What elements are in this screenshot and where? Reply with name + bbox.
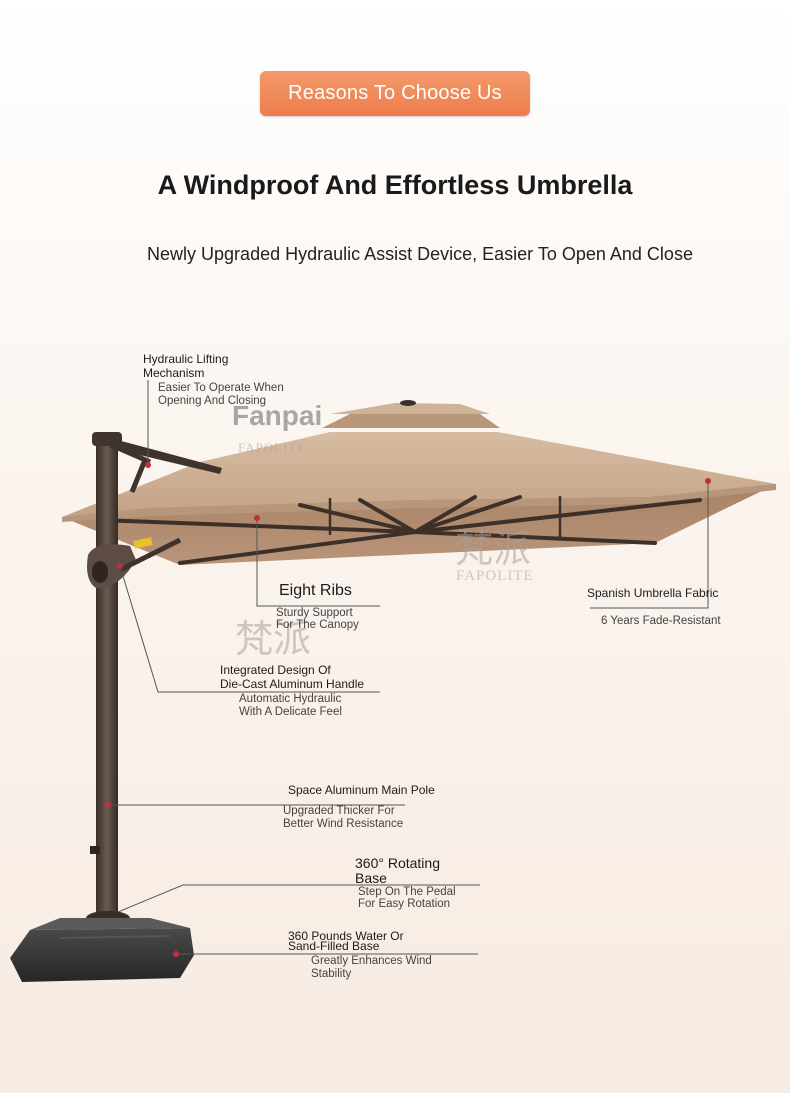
base-title-1: 360 Pounds Water Or	[288, 929, 404, 943]
handle-desc-2: With A Delicate Feel	[239, 706, 342, 718]
pole-title: Space Aluminum Main Pole	[288, 783, 435, 797]
canopy-finial	[400, 400, 416, 406]
rotate-desc-1: Step On The Pedal	[358, 886, 456, 898]
rotate-desc-2: For Easy Rotation	[358, 898, 451, 910]
fabric-desc-1: 6 Years Fade-Resistant	[601, 615, 721, 627]
canopy-top	[62, 432, 776, 517]
base-title-2: Sand-Filled Base	[288, 939, 380, 953]
en-watermark: FAPOLITE	[456, 568, 534, 584]
weighted-base	[10, 928, 194, 982]
canopy-edge	[62, 484, 776, 522]
cn-watermark-2: 梵派	[235, 619, 312, 661]
ribs-desc-1: Sturdy Support	[276, 607, 353, 619]
brand-watermark-sub: FAPOLITE	[238, 440, 307, 455]
badge-label: Reasons To Choose Us	[288, 82, 502, 104]
base-desc-1: Greatly Enhances Wind	[311, 955, 432, 967]
page-title: A Windproof And Effortless Umbrella	[157, 170, 633, 200]
ribs-title: Eight Ribs	[279, 582, 352, 599]
pole-desc-2: Better Wind Resistance	[283, 818, 404, 830]
pole-desc-1: Upgraded Thicker For	[283, 805, 395, 817]
page-subtitle: Newly Upgraded Hydraulic Assist Device, …	[147, 244, 693, 264]
cantilever-arm	[110, 438, 222, 474]
reasons-badge: Reasons To Choose Us	[260, 71, 530, 116]
hydraulic-desc-2: Opening And Closing	[158, 395, 267, 407]
rotate-title-1: 360° Rotating	[355, 855, 440, 871]
handle-desc-1: Automatic Hydraulic	[239, 693, 342, 705]
handle-title-1: Integrated Design Of	[220, 663, 331, 677]
callout-markers	[105, 462, 711, 957]
rotate-title-2: Base	[355, 870, 387, 886]
cn-watermark: 梵派	[455, 529, 532, 571]
hydraulic-desc-1: Easier To Operate When	[158, 382, 284, 394]
fabric-title: Spanish Umbrella Fabric	[587, 586, 719, 600]
canopy-vent-top	[330, 403, 490, 414]
handle-title-2: Die-Cast Aluminum Handle	[220, 677, 365, 691]
canopy-vent-skirt	[322, 414, 500, 428]
base-desc-2: Stability	[311, 968, 352, 980]
ribs-desc-2: For The Canopy	[276, 619, 359, 631]
hydraulic-title: Hydraulic Lifting Mechanism	[143, 352, 229, 380]
canopy-ribs	[98, 495, 702, 565]
callout-lines	[108, 380, 709, 955]
brand-watermark: Fanpai	[232, 400, 323, 431]
